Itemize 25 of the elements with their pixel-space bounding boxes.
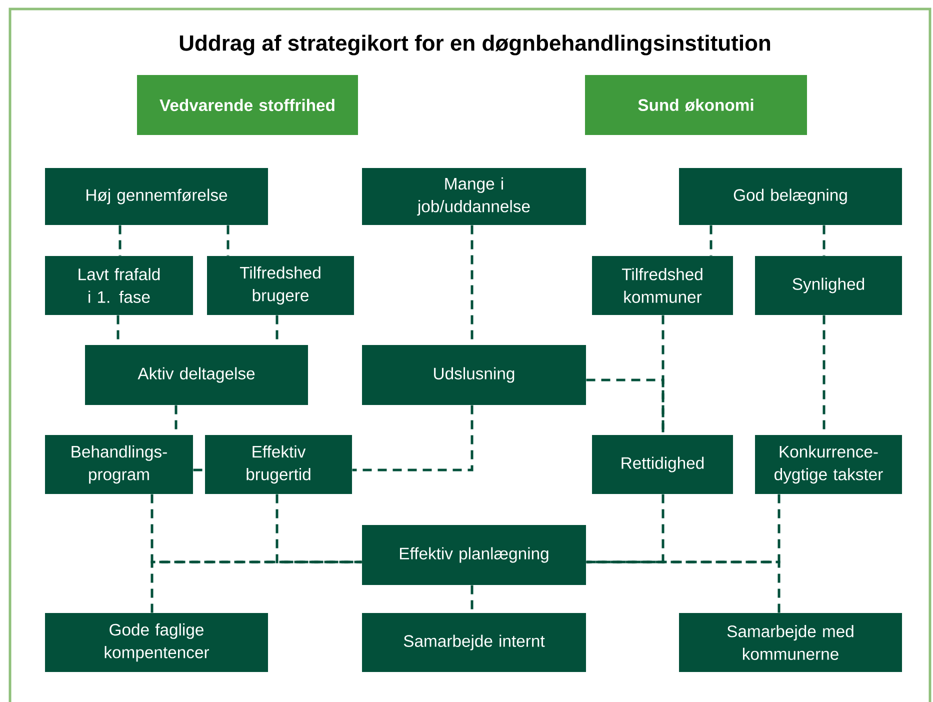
connector-line xyxy=(193,468,205,472)
strategy-box: Lavt frafald i 1. fase xyxy=(45,256,193,315)
connector-line xyxy=(352,405,474,472)
connector-line xyxy=(586,560,780,613)
strategy-box: Gode faglige kompentencer xyxy=(45,613,268,672)
connector-line xyxy=(150,560,362,613)
strategy-box: God belægning xyxy=(679,168,902,225)
strategy-box: Samarbejde internt xyxy=(362,613,586,672)
connector-line xyxy=(586,378,664,435)
strategy-box: Høj gennemførelse xyxy=(45,168,268,225)
strategy-box: Effektiv brugertid xyxy=(205,435,352,494)
strategy-box: Effektiv planlægning xyxy=(362,525,586,585)
goal-box: Vedvarende stoffrihed xyxy=(137,75,358,135)
strategy-box: Mange i job/uddannelse xyxy=(362,168,586,225)
strategy-box: Konkurrence-dygtige takster xyxy=(755,435,902,494)
strategy-box: Udslusning xyxy=(362,345,586,405)
strategy-box: Behandlings-program xyxy=(45,435,193,494)
title: Uddrag af strategikort for en døgnbehandlingsinstitution xyxy=(180,34,770,56)
strategy-box: Rettidighed xyxy=(592,435,733,494)
strategy-box: Samarbejde med kommunerne xyxy=(679,613,902,672)
strategy-box: Aktiv deltagelse xyxy=(85,345,308,405)
strategy-box: Tilfredshed kommuner xyxy=(592,256,733,315)
strategy-box: Synlighed xyxy=(755,256,902,315)
strategy-box: Tilfredshed brugere xyxy=(207,256,354,315)
goal-box: Sund økonomi xyxy=(585,75,807,135)
